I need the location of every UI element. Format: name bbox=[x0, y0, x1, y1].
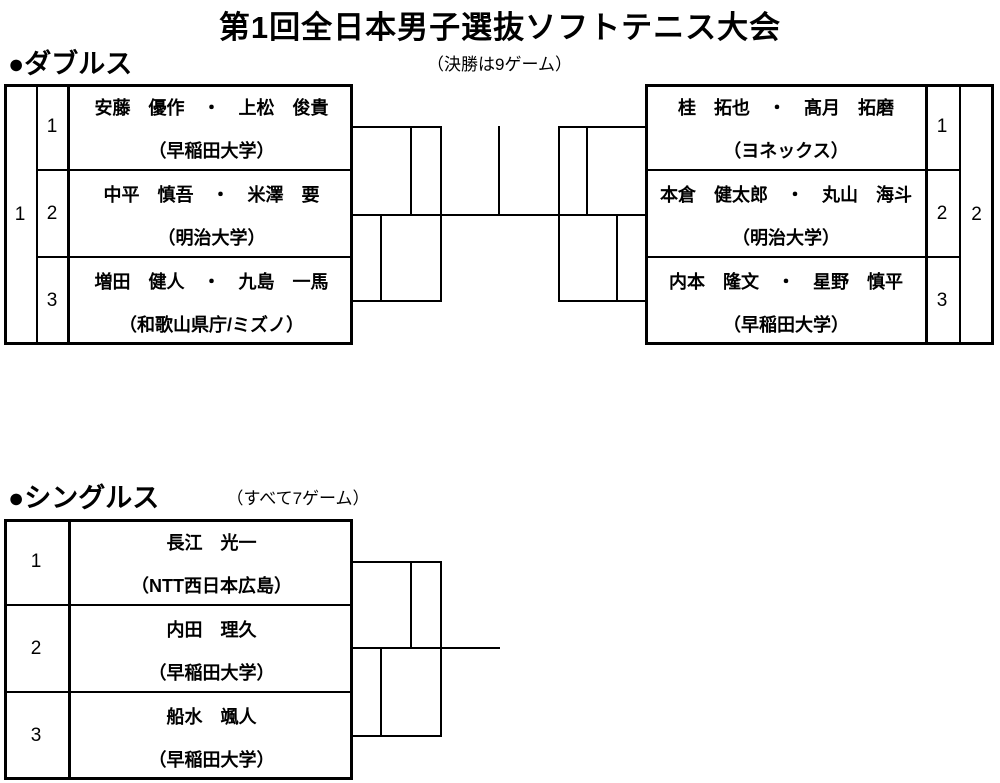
doubles-left-seed-divider bbox=[36, 86, 38, 343]
doubles-right-inner-connector bbox=[558, 126, 560, 302]
doubles-left-match1-connector bbox=[410, 126, 412, 216]
doubles-right-match2-connector bbox=[616, 214, 618, 302]
doubles-right-match1-connector bbox=[586, 126, 588, 216]
doubles-final-line bbox=[353, 214, 647, 216]
doubles-right-row3-line bbox=[558, 300, 647, 302]
singles-entry-2-team: （早稲田大学） bbox=[148, 663, 275, 683]
doubles-left-row-divider-1 bbox=[36, 169, 353, 171]
singles-entry-2-names: 内田 理久 bbox=[166, 620, 257, 640]
doubles-left-table bbox=[4, 84, 353, 345]
doubles-left-entry-3-names: 増田 健人 ・ 九島 一馬 bbox=[94, 272, 329, 292]
doubles-right-entry-1-number: 1 bbox=[936, 116, 948, 137]
doubles-left-name-divider bbox=[67, 86, 70, 343]
singles-name-divider bbox=[68, 522, 71, 777]
singles-entry-3-team: （早稲田大学） bbox=[148, 750, 275, 770]
singles-entry-1-names: 長江 光一 bbox=[166, 533, 257, 553]
singles-row-divider-1 bbox=[6, 604, 351, 606]
doubles-right-entry-2-names: 本倉 健太郎 ・ 丸山 海斗 bbox=[660, 185, 912, 205]
singles-note: （すべて7ゲーム） bbox=[226, 489, 370, 508]
doubles-note: （決勝は9ゲーム） bbox=[427, 55, 572, 74]
doubles-right-row1-line bbox=[558, 126, 647, 128]
singles-table bbox=[4, 519, 353, 780]
doubles-left-entry-3-team: （和歌山県庁/ミズノ） bbox=[119, 315, 304, 335]
doubles-left-entry-2-number: 2 bbox=[46, 203, 58, 224]
singles-entry-2-number: 2 bbox=[30, 638, 42, 659]
singles-row1-line bbox=[353, 561, 442, 563]
doubles-left-entry-1-team: （早稲田大学） bbox=[148, 141, 275, 161]
doubles-left-match2-connector bbox=[380, 214, 382, 302]
singles-match2-connector bbox=[380, 647, 382, 737]
doubles-right-seed: 2 bbox=[971, 203, 982, 225]
doubles-left-row-divider-2 bbox=[36, 256, 353, 258]
singles-match1-connector bbox=[410, 561, 412, 649]
doubles-right-entry-1-names: 桂 拓也 ・ 髙月 拓磨 bbox=[678, 98, 894, 118]
doubles-right-seed-divider bbox=[959, 86, 961, 343]
doubles-right-entry-3-team: （早稲田大学） bbox=[723, 315, 849, 335]
doubles-left-entry-1-number: 1 bbox=[46, 116, 58, 137]
singles-heading: ●シングルス bbox=[8, 483, 160, 513]
doubles-right-entry-2-number: 2 bbox=[936, 203, 948, 224]
doubles-right-row-divider-1 bbox=[647, 169, 961, 171]
singles-entry-1-team: （NTT西日本広島） bbox=[131, 576, 292, 596]
doubles-champion-line bbox=[498, 126, 500, 216]
doubles-left-row3-line bbox=[353, 300, 442, 302]
doubles-left-row1-line bbox=[353, 126, 442, 128]
doubles-left-entry-1-names: 安藤 優作 ・ 上松 俊貴 bbox=[94, 98, 329, 118]
doubles-right-name-divider bbox=[925, 86, 928, 343]
doubles-right-entry-3-names: 内本 隆文 ・ 星野 慎平 bbox=[669, 272, 903, 292]
doubles-right-entry-1-team: （ヨネックス） bbox=[723, 141, 849, 161]
singles-row3-line bbox=[353, 735, 442, 737]
doubles-left-entry-2-team: （明治大学） bbox=[157, 228, 266, 248]
singles-entry-3-names: 船水 颯人 bbox=[166, 707, 257, 727]
doubles-left-entry-3-number: 3 bbox=[46, 290, 58, 311]
singles-entry-3-number: 3 bbox=[30, 725, 42, 746]
doubles-left-seed: 1 bbox=[14, 203, 26, 225]
singles-entry-1-number: 1 bbox=[30, 551, 42, 572]
singles-row-divider-2 bbox=[6, 691, 351, 693]
doubles-right-entry-3-number: 3 bbox=[936, 290, 948, 311]
singles-winner-line bbox=[353, 647, 500, 649]
doubles-left-entry-2-names: 中平 慎吾 ・ 米澤 要 bbox=[103, 185, 320, 205]
doubles-right-entry-2-team: （明治大学） bbox=[732, 228, 840, 248]
page-title: 第1回全日本男子選抜ソフトテニス大会 bbox=[218, 10, 782, 45]
doubles-right-row-divider-2 bbox=[647, 256, 961, 258]
singles-inner-connector bbox=[440, 561, 442, 737]
doubles-heading: ●ダブルス bbox=[8, 49, 133, 79]
